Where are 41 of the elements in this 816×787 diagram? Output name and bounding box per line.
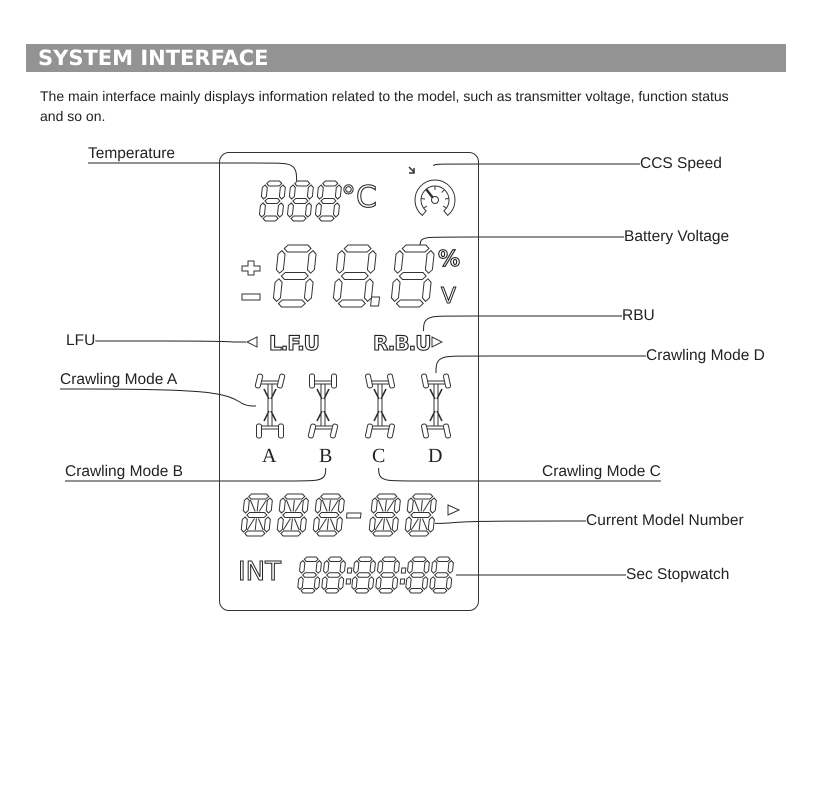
leader-line <box>436 356 646 374</box>
leader-line <box>434 520 586 524</box>
temperature-digits-drawing <box>259 181 339 221</box>
crawler-icon <box>256 373 284 439</box>
leader-line <box>94 340 246 342</box>
mode-letter: C <box>372 445 386 468</box>
callout-label: Crawling Mode B <box>65 463 184 481</box>
callout-label: Crawling Mode D <box>646 347 765 365</box>
mode-letter: B <box>319 445 332 468</box>
leader-line <box>420 236 624 246</box>
indicator-text: °C <box>341 183 377 213</box>
leader-line <box>88 162 298 182</box>
callout-label: RBU <box>622 307 655 325</box>
indicator-text: % <box>438 247 460 272</box>
lcd-screen <box>219 152 479 611</box>
callout-label: Crawling Mode A <box>60 371 178 389</box>
voltage-digits-drawing <box>273 245 433 307</box>
mode-letter: D <box>428 445 442 468</box>
crawler-icon <box>422 373 450 439</box>
callout-label: Current Model Number <box>586 512 744 530</box>
leader-line <box>64 468 326 482</box>
leader-line <box>456 574 626 576</box>
section-heading: SYSTEM INTERFACE <box>26 44 786 72</box>
indicator-text: V <box>441 286 456 308</box>
indicator-text: INT <box>238 559 281 585</box>
indicator-text: R.B.U <box>373 331 430 355</box>
indicator-text: L.F.U <box>269 331 319 355</box>
leader-line <box>378 468 662 482</box>
triangle-icon <box>246 336 258 348</box>
callout-label: Crawling Mode C <box>542 463 661 481</box>
callout-label: Sec Stopwatch <box>626 566 730 584</box>
callout-label: LFU <box>66 332 96 350</box>
intro-text: The main interface mainly displays information related to the model, such as transmitter voltage, function status and so on. <box>40 87 730 126</box>
leader-line <box>60 388 256 406</box>
model-number-digits-drawing <box>239 494 435 536</box>
callout-label: Temperature <box>88 145 176 163</box>
mode-letter: A <box>262 445 276 468</box>
leader-line <box>433 164 640 166</box>
leader-line <box>423 316 622 332</box>
callout-label: CCS Speed <box>640 155 722 173</box>
callout-label: Battery Voltage <box>624 228 730 246</box>
